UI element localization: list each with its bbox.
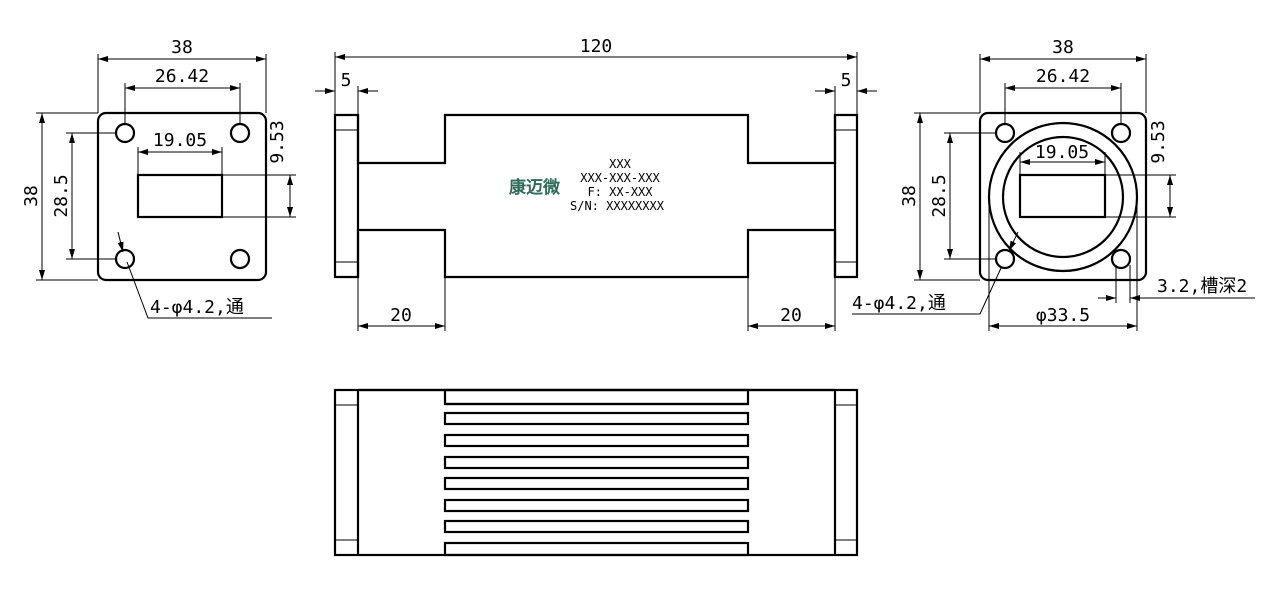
bottom-body-outline [333,388,859,557]
front-label-line3: F: XX-XXX [587,185,653,199]
left-flange-view: 38 26.42 19.05 9.53 38 28.5 4-φ4.2,通 [21,37,296,319]
fin [443,519,750,534]
right-groove-inner [1001,135,1125,259]
cooling-fins [443,388,750,557]
right-hole-br [1110,248,1132,270]
left-dim-height: 38 [21,185,42,207]
right-hole-bl [994,248,1016,270]
front-body-outline [333,113,859,279]
front-dim-left-step: 20 [390,305,412,326]
fin [443,476,750,491]
left-hole-br [229,248,251,270]
front-logo: 康迈微 [509,177,561,198]
left-dim-hole-spacing: 26.42 [155,66,209,87]
left-dim-width: 38 [171,37,193,58]
right-flange-outline [978,111,1148,282]
left-hole-note: 4-φ4.2,通 [150,297,244,318]
front-dim-length: 120 [580,36,613,57]
right-waveguide-slot [1018,173,1107,219]
fin [443,433,750,448]
right-dim-height: 38 [899,185,920,207]
fin [443,455,750,470]
front-view: 康迈微 XXX XXX-XXX-XXX F: XX-XXX S/N: XXXXX… [315,36,877,331]
left-flange-outline [96,111,268,282]
left-hole-tl [114,122,136,144]
right-dim-hole-vertical: 28.5 [929,174,950,217]
front-label-line2: XXX-XXX-XXX [580,171,660,185]
right-dim-groove-dia: φ33.5 [1036,305,1090,326]
right-dim-hole-spacing: 26.42 [1036,66,1090,87]
right-hole-note: 4-φ4.2,通 [852,293,946,314]
right-dim-slot-width: 19.05 [1035,142,1089,163]
front-label-line4: S/N: XXXXXXXX [570,199,665,213]
right-dim-width: 38 [1052,37,1074,58]
fin [443,541,750,557]
bottom-view [333,388,859,557]
right-flange-view: 38 26.42 19.05 9.53 38 28.5 4-φ4.2,通 [852,37,1255,331]
left-hole-bl [114,248,136,270]
right-hole-tr [1110,122,1132,144]
left-dim-hole-vertical: 28.5 [51,174,72,217]
right-hole-tl [994,122,1016,144]
front-dim-right-step: 20 [780,305,802,326]
front-dim-right-flange: 5 [841,70,852,91]
left-hole-tr [229,122,251,144]
right-dim-slot-height: 9.53 [1148,120,1169,163]
front-label-line1: XXX [609,157,631,171]
left-waveguide-slot [136,173,224,219]
right-groove-note: 3.2,槽深2 [1157,276,1247,297]
fin [443,411,750,426]
left-dim-slot-height: 9.53 [267,120,288,163]
left-dim-slot-width: 19.05 [153,130,207,151]
fin [443,388,750,406]
fin [443,498,750,513]
front-dim-left-flange: 5 [341,70,352,91]
